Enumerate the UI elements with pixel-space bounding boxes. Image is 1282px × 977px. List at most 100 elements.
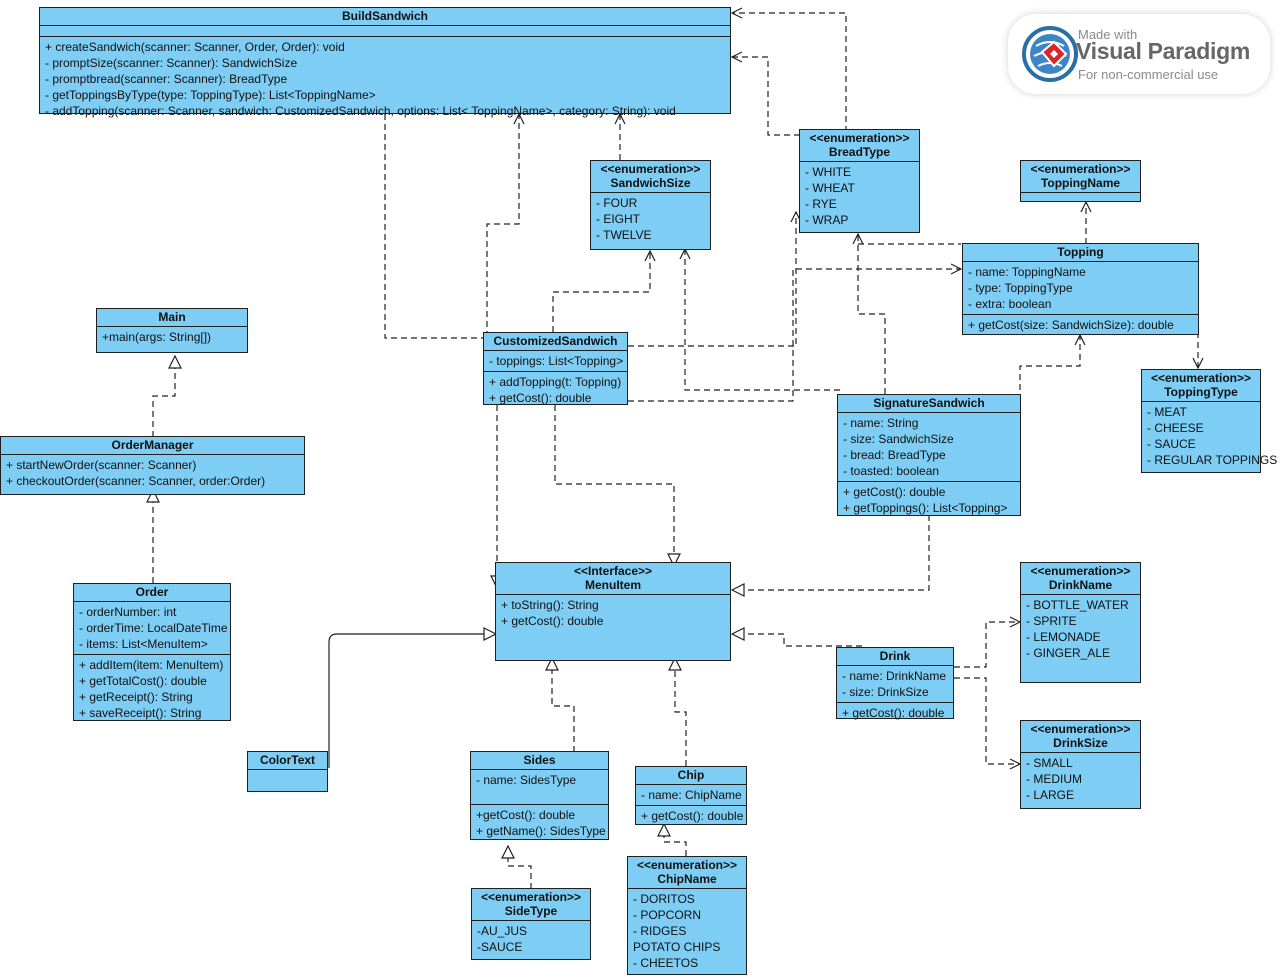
watermark-brand: Visual Paradigm (1076, 38, 1251, 64)
class-name: Chip (677, 768, 705, 782)
enum-literal: - LARGE (1026, 788, 1075, 802)
class-name: SignatureSandwich (873, 396, 985, 410)
enum-literal: -SAUCE (477, 940, 523, 954)
enum-literal: - SPRITE (1026, 614, 1077, 628)
stereotype: <<enumeration>> (1030, 564, 1131, 578)
real-sidetype-sides (508, 846, 532, 889)
enum-literal: - WRAP (805, 213, 849, 227)
attribute: - extra: boolean (968, 297, 1052, 311)
method: - promptbread(scanner: Scanner): BreadTy… (45, 72, 288, 86)
class-name: CustomizedSandwich (493, 334, 618, 348)
dep-custom-size (552, 251, 650, 332)
method: + getCost(): double (501, 614, 604, 628)
real-drink-menu (732, 634, 862, 647)
class-toppingname[interactable]: <<enumeration>>ToppingName (1020, 160, 1141, 202)
enum-literal: - CHEESE (1147, 421, 1204, 435)
enum-literal: - RIDGES (633, 924, 687, 938)
attribute: - bread: BreadType (843, 448, 946, 462)
method: + getTotalCost(): double (79, 674, 207, 688)
dep-breadtype-build-1 (732, 57, 800, 136)
class-colortext[interactable]: ColorText (247, 751, 328, 792)
class-name: DrinkName (1048, 578, 1113, 592)
class-drink[interactable]: Drink - name: DrinkName - size: DrinkSiz… (836, 647, 954, 720)
dep-sig-bread (858, 234, 886, 394)
stereotype: <<enumeration>> (1030, 162, 1131, 176)
class-name: ToppingType (1164, 385, 1238, 399)
method: + getName(): SidesType (476, 824, 606, 838)
class-name: SideType (504, 904, 558, 918)
class-toppingtype[interactable]: <<enumeration>>ToppingType - MEAT - CHEE… (1141, 369, 1277, 473)
enum-literal: - TWELVE (596, 228, 652, 242)
dep-custom-topping (628, 269, 961, 402)
enum-literal: POTATO CHIPS (633, 940, 721, 954)
class-drinkname[interactable]: <<enumeration>>DrinkName - BOTTLE_WATER … (1020, 562, 1141, 683)
stereotype: <<enumeration>> (1030, 722, 1131, 736)
method: + getCost(): double (842, 706, 945, 720)
class-chip[interactable]: Chip - name: ChipName + getCost(): doubl… (635, 766, 747, 825)
attribute: - toppings: List<Topping> (489, 354, 624, 368)
dep-custom-build (486, 114, 519, 337)
method: + toString(): String (501, 598, 599, 612)
dep-sig-topping (1019, 335, 1080, 420)
enum-literal: - BOTTLE_WATER (1026, 598, 1129, 612)
enum-literal: - SMALL (1026, 756, 1073, 770)
stereotype: <<Interface>> (573, 564, 653, 578)
attribute: - items: List<MenuItem> (79, 637, 208, 651)
class-name: DrinkSize (1053, 736, 1108, 750)
method: + getCost(): double (641, 809, 744, 823)
attribute: - toasted: boolean (843, 464, 940, 478)
method: + startNewOrder(scanner: Scanner) (6, 458, 197, 472)
stereotype: <<enumeration>> (809, 131, 910, 145)
enum-literal: - MEAT (1147, 405, 1187, 419)
class-chipname[interactable]: <<enumeration>>ChipName - DORITOS - POPC… (627, 856, 747, 975)
class-name: Main (158, 310, 186, 324)
stereotype: <<enumeration>> (1150, 371, 1252, 385)
real-sig-menu (732, 515, 930, 590)
stereotype: <<enumeration>> (636, 858, 738, 872)
method: + addTopping(t: Topping) (489, 375, 622, 389)
watermark-line3: For non-commercial use (1078, 67, 1219, 82)
enum-literal: -AU_JUS (477, 924, 528, 938)
class-drinksize[interactable]: <<enumeration>>DrinkSize - SMALL - MEDIU… (1020, 720, 1141, 809)
method: +main(args: String[]) (102, 330, 212, 344)
enum-literal: - LEMONADE (1026, 630, 1101, 644)
class-ordermanager[interactable]: OrderManager + startNewOrder(scanner: Sc… (0, 436, 305, 495)
enum-literal: - GINGER_ALE (1026, 646, 1111, 660)
class-main[interactable]: Main +main(args: String[]) (96, 308, 248, 353)
stereotype: <<enumeration>> (480, 890, 582, 904)
method: + getCost(): double (843, 485, 946, 499)
attribute: - type: ToppingType (968, 281, 1073, 295)
class-order[interactable]: Order - orderNumber: int - orderTime: Lo… (73, 583, 231, 721)
enum-literal: - CHEETOS (633, 956, 699, 970)
dep-drink-name (954, 622, 1020, 668)
attribute: - name: SidesType (476, 773, 577, 787)
class-buildsandwich[interactable]: BuildSandwich + createSandwich(scanner: … (39, 7, 731, 118)
enum-literal: - DORITOS (633, 892, 695, 906)
class-name: ColorText (259, 753, 316, 767)
class-name: Order (135, 585, 169, 599)
class-sides[interactable]: Sides - name: SidesType +getCost(): doub… (470, 751, 609, 840)
class-customizedsandwich[interactable]: CustomizedSandwich - toppings: List<Topp… (483, 332, 628, 405)
class-name: Sides (523, 753, 556, 767)
attribute: - name: String (843, 416, 919, 430)
class-name: BreadType (828, 145, 891, 159)
class-signaturesandwich[interactable]: SignatureSandwich - name: String - size:… (837, 394, 1021, 516)
stereotype: <<enumeration>> (600, 162, 701, 176)
class-breadtype[interactable]: <<enumeration>>BreadType - WHITE - WHEAT… (799, 129, 920, 233)
class-name: SandwichSize (610, 176, 691, 190)
enum-literal: - POPCORN (633, 908, 702, 922)
real-ordermanager-main (152, 356, 175, 437)
class-name: OrderManager (111, 438, 194, 452)
class-name: Topping (1057, 245, 1104, 259)
class-sandwichsize[interactable]: <<enumeration>>SandwichSize - FOUR - EIG… (590, 160, 711, 250)
method: + createSandwich(scanner: Scanner, Order… (45, 40, 345, 54)
class-sidetype[interactable]: <<enumeration>>SideType -AU_JUS -SAUCE (471, 888, 591, 960)
class-menuitem[interactable]: <<Interface>>MenuItem + toString(): Stri… (495, 562, 731, 661)
method: +getCost(): double (476, 808, 576, 822)
real-custom-menu (554, 405, 674, 566)
method: + getCost(): double (489, 391, 592, 405)
method: - getToppingsByType(type: ToppingType): … (45, 88, 376, 102)
method: - promptSize(scanner: Scanner): Sandwich… (45, 56, 298, 70)
class-topping[interactable]: Topping - name: ToppingName - type: Topp… (962, 243, 1199, 335)
